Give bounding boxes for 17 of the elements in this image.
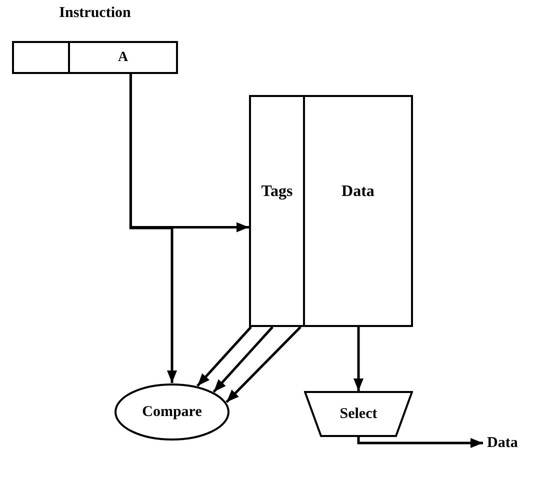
output-label: Data [487,436,518,450]
arrow [357,437,483,448]
arrow [226,326,302,403]
memory-column [249,95,305,327]
column-label: Data [342,184,374,200]
register-label: Instruction [59,6,131,21]
arrow [129,74,177,383]
register-field [12,41,70,74]
select-label: Select [340,406,378,422]
register-field [68,41,178,74]
compare-label: Compare [142,404,202,420]
arrow [354,327,364,391]
memory-column [303,95,413,327]
column-label: Tags [261,184,293,200]
arrow [196,326,252,387]
field-label: A [118,50,128,64]
arrow [212,326,274,393]
